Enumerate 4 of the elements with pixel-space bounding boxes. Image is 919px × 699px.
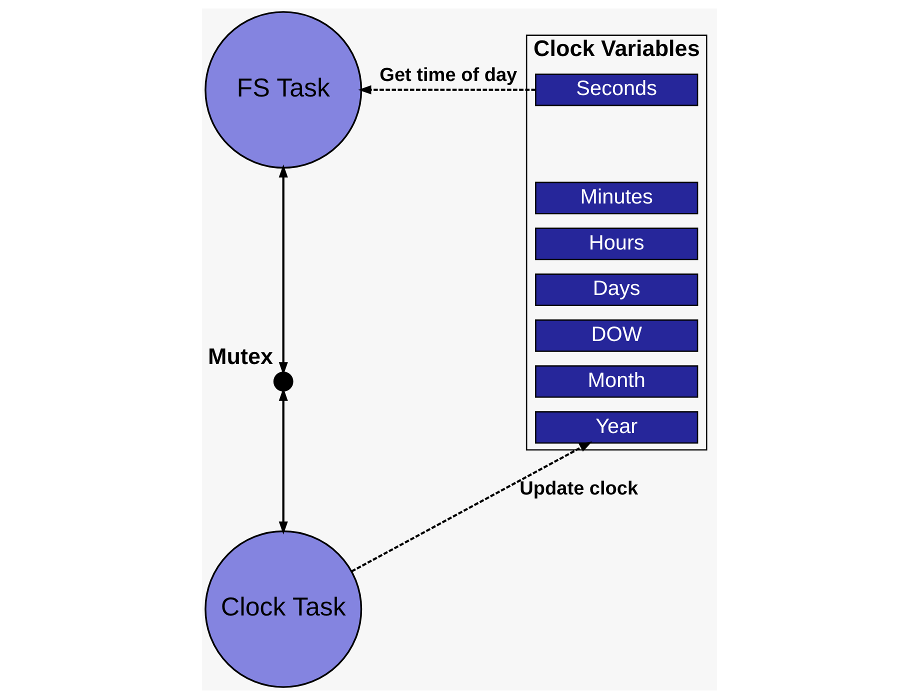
node-label: Clock Variables (534, 36, 700, 61)
edge-label: Get time of day (380, 64, 518, 86)
edge-label: Update clock (520, 478, 638, 500)
node-label: Mutex (208, 344, 274, 370)
